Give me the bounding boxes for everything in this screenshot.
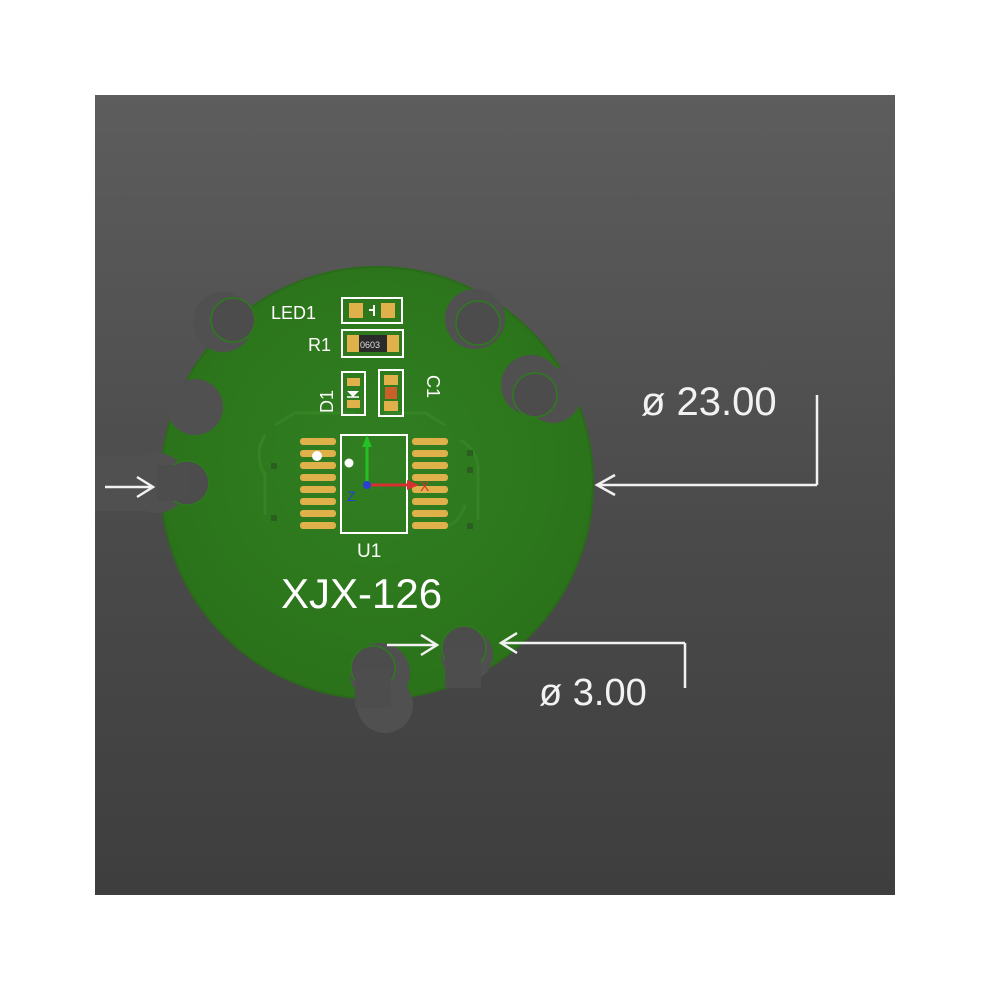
c1-label: C1 xyxy=(423,375,443,398)
d1-label: D1 xyxy=(317,390,337,413)
u1-pad xyxy=(412,462,448,469)
pin1-marker-icon xyxy=(312,451,322,461)
pin1-marker-icon xyxy=(344,458,354,468)
u1-pad xyxy=(300,474,336,481)
d1-footprint[interactable] xyxy=(341,371,366,416)
u1-pad xyxy=(300,498,336,505)
u1-pad xyxy=(300,522,336,529)
u1-pad xyxy=(412,438,448,445)
u1-pad xyxy=(412,474,448,481)
pcb-scene: LED1 0603 R1 D1 C1 U1 X xyxy=(95,266,819,733)
u1-pad xyxy=(412,450,448,457)
u1-pad xyxy=(412,522,448,529)
board-name-label: XJX-126 xyxy=(281,570,442,617)
axis-x-label: X xyxy=(420,478,430,494)
r1-footprint[interactable] xyxy=(341,329,404,358)
u1-pad xyxy=(412,486,448,493)
led1-footprint[interactable] xyxy=(341,297,403,324)
u1-pad xyxy=(300,462,336,469)
r1-marking: 0603 xyxy=(360,340,380,350)
u1-pad xyxy=(412,510,448,517)
board-diameter-value[interactable]: ø 23.00 xyxy=(641,380,777,424)
u1-pad xyxy=(300,486,336,493)
led1-label: LED1 xyxy=(271,303,316,323)
u1-footprint[interactable] xyxy=(300,434,448,534)
u1-pad xyxy=(412,498,448,505)
board-diameter-dimension[interactable] xyxy=(105,395,819,499)
axis-z-label: Z xyxy=(347,488,356,504)
c1-footprint[interactable] xyxy=(378,369,404,417)
hole-diameter-value[interactable]: ø 3.00 xyxy=(539,672,647,714)
u1-pad xyxy=(300,438,336,445)
3d-viewport[interactable]: LED1 0603 R1 D1 C1 U1 X xyxy=(95,95,895,895)
pcb-board xyxy=(95,266,594,733)
u1-pad xyxy=(300,510,336,517)
hole-diameter-dimension[interactable] xyxy=(387,631,687,688)
r1-label: R1 xyxy=(308,335,331,355)
axis-triad-icon xyxy=(362,435,419,490)
u1-label: U1 xyxy=(357,541,381,562)
